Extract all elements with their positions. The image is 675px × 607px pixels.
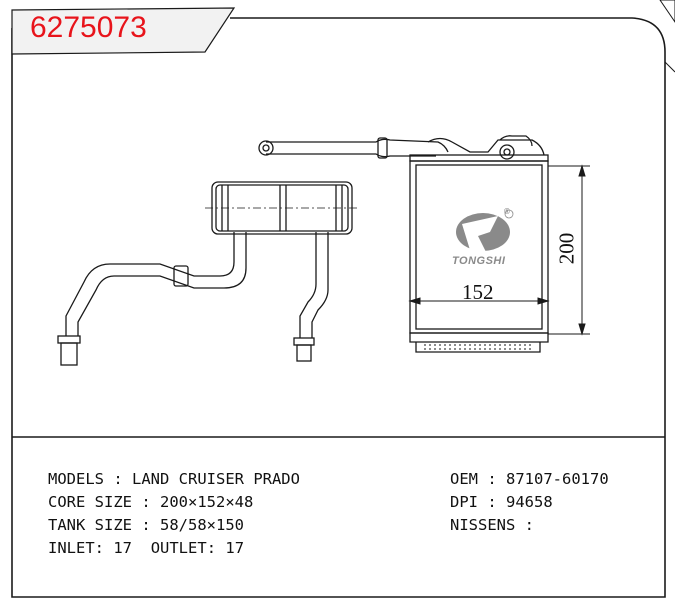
logo-brand-text: TONGSHI: [452, 255, 506, 267]
spec-oem-value: 87107-60170: [506, 470, 609, 488]
spec-tank-row: TANK SIZE : 58/58×150: [48, 516, 244, 534]
spec-models-row: MODELS : LAND CRUISER PRADO: [48, 470, 300, 488]
spec-oem-row: OEM : 87107-60170: [450, 470, 609, 488]
spec-outlet-label: OUTLET: [150, 539, 207, 557]
spec-core-label: CORE SIZE: [48, 493, 132, 511]
dimension-height: [548, 164, 590, 336]
spec-dpi-value: 94658: [506, 493, 553, 511]
part-number: 6275073: [30, 11, 147, 44]
spec-nissens-label: NISSENS: [450, 516, 516, 534]
spec-oem-label: OEM: [450, 470, 478, 488]
title-tag-shape: [11, 7, 236, 55]
spec-core-row: CORE SIZE : 200×152×48: [48, 493, 254, 511]
spec-dpi-label: DPI: [450, 493, 478, 511]
spec-tank-value: 58/58×150: [160, 516, 244, 534]
spec-inlet-outlet-row: INLET: 17 OUTLET: 17: [48, 539, 245, 557]
logo-registered-mark: ®: [504, 207, 511, 216]
spec-inlet-label: INLET: [48, 539, 95, 557]
spec-models-label: MODELS: [48, 470, 104, 488]
spec-outlet-value: 17: [225, 539, 245, 557]
corner-mark: [659, 0, 675, 23]
spec-dpi-row: DPI : 94658: [450, 493, 553, 511]
heater-core-front-view: [258, 135, 549, 353]
dimension-height-label: 200: [554, 232, 579, 265]
spec-nissens-row: NISSENS :: [450, 516, 544, 534]
corner-edge: [664, 61, 675, 73]
outer-frame: [11, 17, 666, 598]
spec-tank-label: TANK SIZE: [48, 516, 132, 534]
dimension-width: [408, 297, 550, 305]
spec-inlet-value: 17: [113, 539, 133, 557]
dimension-width-label: 152: [462, 280, 494, 304]
spec-models-value: LAND CRUISER PRADO: [132, 470, 300, 488]
tongshi-logo-icon: [456, 209, 514, 252]
heater-core-side-view: [57, 181, 358, 366]
spec-core-value: 200×152×48: [160, 493, 254, 511]
